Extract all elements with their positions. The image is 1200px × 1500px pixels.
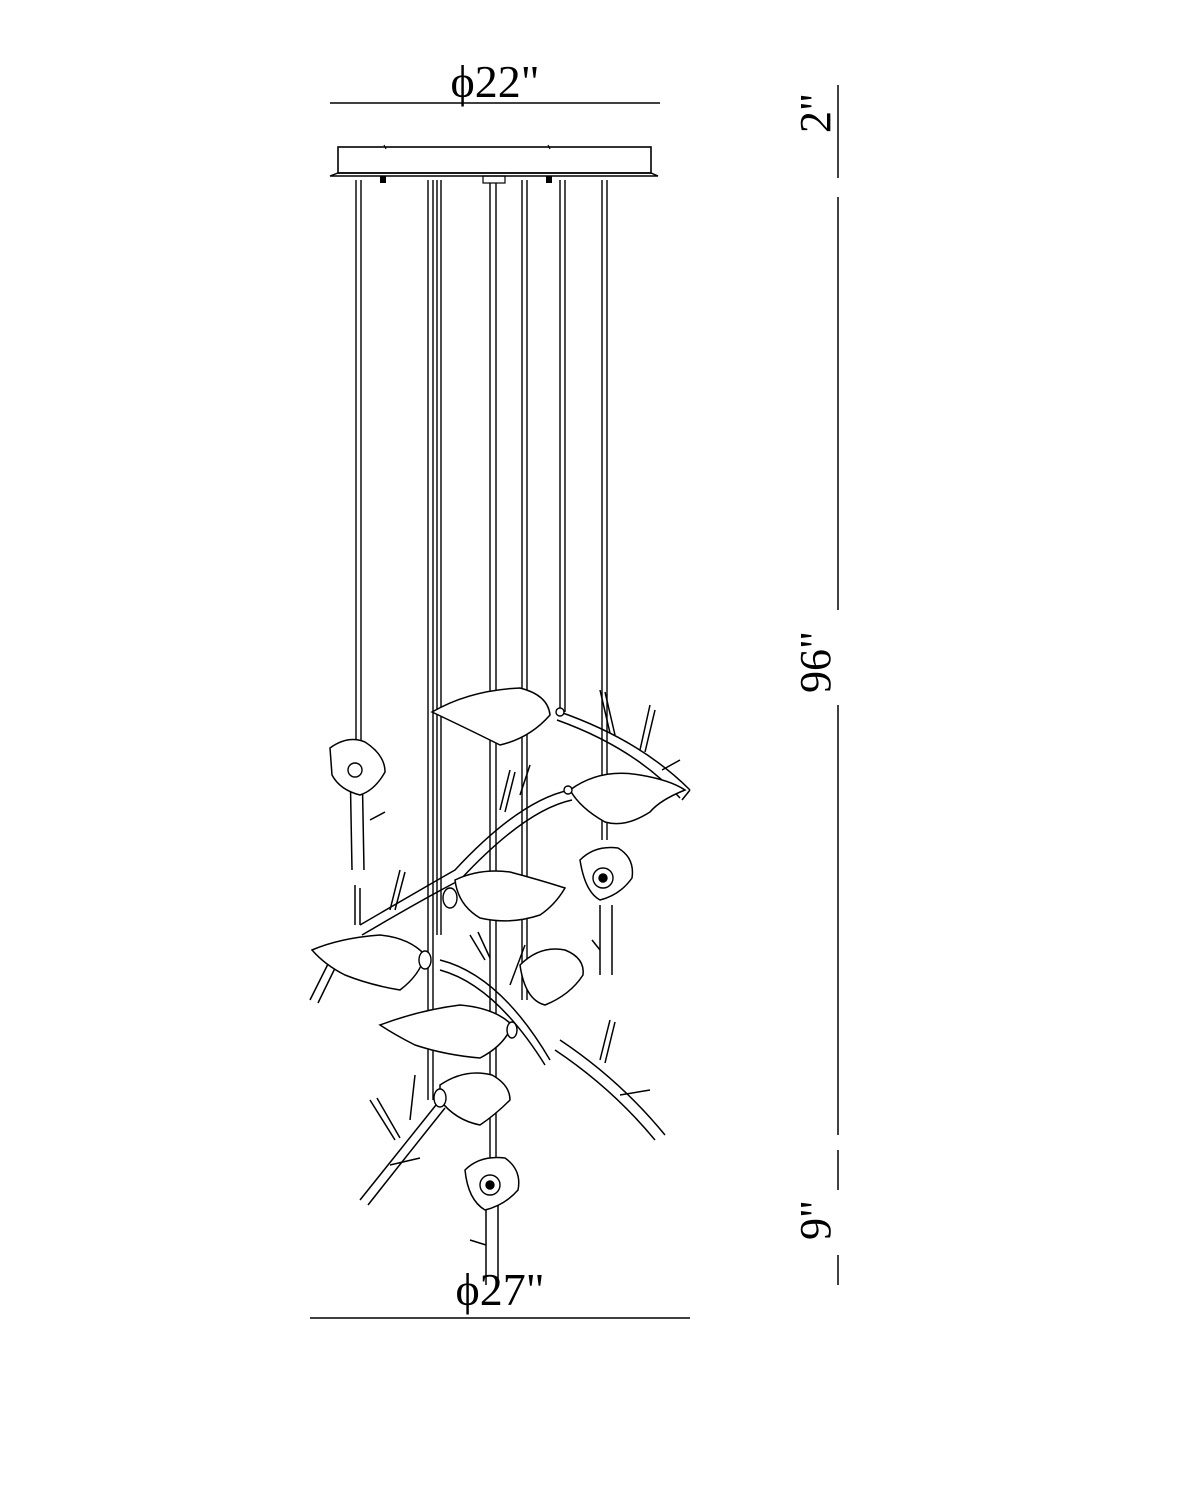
socket-9 [563, 785, 573, 795]
canopy-height-label: 2" [791, 93, 840, 133]
socket-1 [347, 762, 363, 778]
bulb-sockets [347, 707, 614, 1196]
fixture-height-gap [800, 1190, 850, 1255]
canopy-screw-left [380, 176, 386, 183]
glass-leaves [310, 687, 687, 1211]
leaf-3 [454, 870, 567, 922]
canopy-diameter-dimension: ϕ22" [330, 56, 660, 107]
canopy-center-block [482, 175, 506, 184]
fixture-diameter-label: ϕ27" [456, 1264, 545, 1315]
leaf-1 [430, 687, 551, 746]
socket-6 [433, 1088, 447, 1108]
leaf-4 [310, 934, 426, 991]
canopy [329, 144, 659, 184]
leaf-5 [519, 948, 584, 1006]
vertical-dimensions: 2" 96" 9" [791, 85, 850, 1285]
socket-4 [442, 887, 458, 909]
leaf-2 [569, 772, 687, 825]
leaf-6 [378, 1004, 513, 1059]
suspension-cords [355, 180, 608, 1160]
fixture-diameter-dimension: ϕ27" [310, 1264, 690, 1319]
canopy-screw-right [546, 176, 552, 183]
overall-drop-label: 96" [791, 631, 840, 693]
fixture-height-label: 9" [791, 1200, 840, 1240]
canopy-plate [337, 146, 652, 174]
socket-5 [418, 950, 432, 970]
leaf-7 [439, 1072, 511, 1126]
overall-drop-gap [800, 610, 850, 705]
branches [309, 689, 691, 1285]
canopy-diameter-label: ϕ22" [451, 56, 540, 107]
socket-8 [555, 707, 565, 717]
socket-7 [506, 1021, 518, 1039]
